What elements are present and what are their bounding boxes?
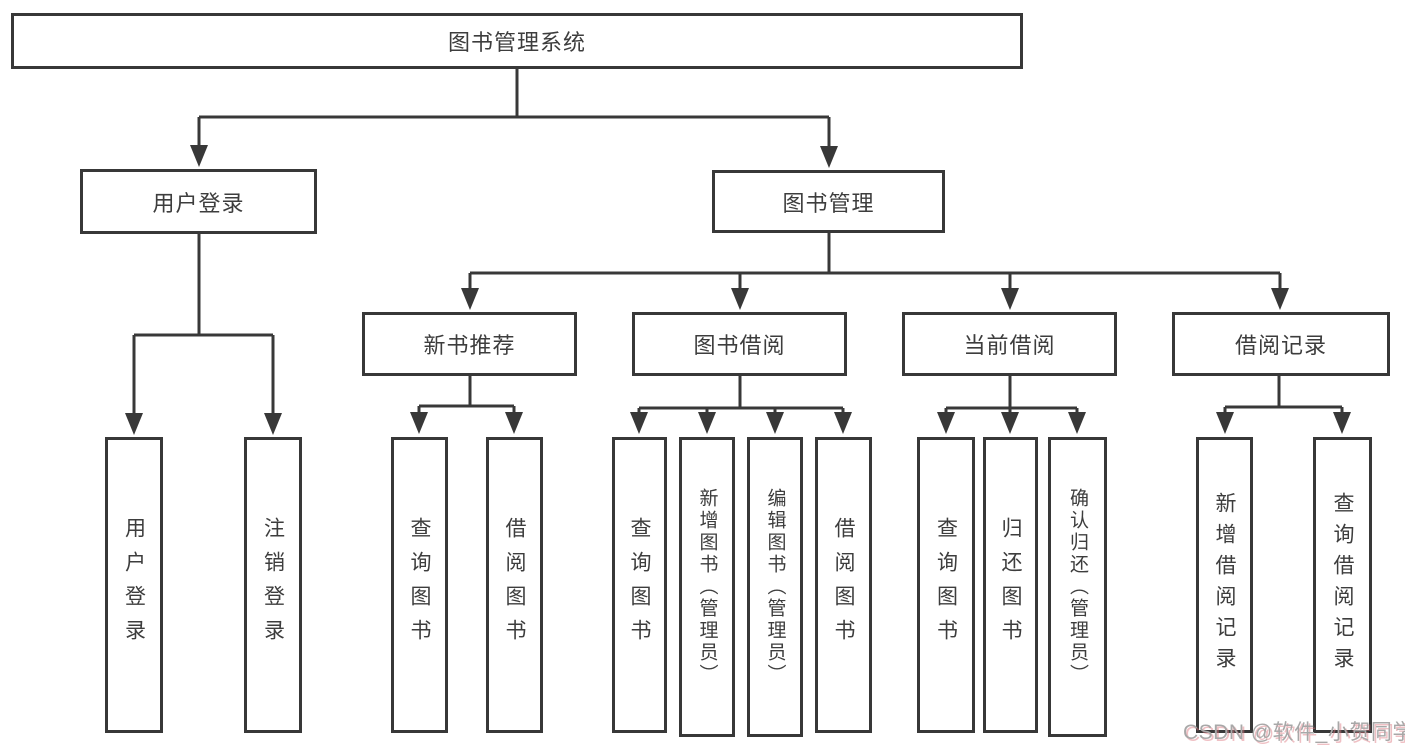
- node-current-borrow-label: 当前借阅: [963, 333, 1056, 358]
- node-new-book-recommend-label: 新书推荐: [423, 333, 516, 358]
- leaf-current-query-book: 查询图书: [917, 437, 975, 733]
- leaf-add-borrow-record-label: 新增借阅记录: [1213, 492, 1236, 678]
- node-borrow-record-label: 借阅记录: [1234, 333, 1327, 358]
- node-root-label: 图书管理系统: [447, 30, 586, 55]
- leaf-confirm-return-admin: 确认归还（管理员）: [1048, 437, 1107, 737]
- leaf-recommend-borrow-book: 借阅图书: [486, 437, 543, 733]
- node-user-login: 用户登录: [80, 169, 317, 234]
- leaf-query-borrow-record: 查询借阅记录: [1313, 437, 1372, 733]
- leaf-borrow-query-book-label: 查询图书: [628, 517, 651, 653]
- node-new-book-recommend: 新书推荐: [362, 312, 577, 376]
- node-user-login-label: 用户登录: [152, 190, 245, 216]
- leaf-borrow-query-book: 查询图书: [612, 437, 667, 733]
- node-book-management-label: 图书管理: [782, 190, 875, 216]
- leaf-query-borrow-record-label: 查询借阅记录: [1331, 492, 1354, 678]
- leaf-recommend-borrow-book-label: 借阅图书: [503, 517, 526, 653]
- node-book-borrow: 图书借阅: [632, 312, 847, 376]
- leaf-recommend-query-book: 查询图书: [391, 437, 448, 733]
- leaf-edit-book-admin: 编辑图书（管理员）: [747, 437, 803, 737]
- watermark: CSDN @软件_小贺同学: [1183, 721, 1405, 744]
- node-root: 图书管理系统: [11, 13, 1023, 69]
- leaf-borrow-borrow-book-label: 借阅图书: [832, 517, 855, 653]
- leaf-current-query-book-label: 查询图书: [934, 517, 958, 653]
- leaf-confirm-return-admin-label: 确认归还（管理员）: [1067, 488, 1088, 686]
- node-borrow-record: 借阅记录: [1172, 312, 1390, 376]
- leaf-add-borrow-record: 新增借阅记录: [1196, 437, 1253, 733]
- leaf-logout: 注销登录: [244, 437, 302, 733]
- leaf-add-book-admin-label: 新增图书（管理员）: [696, 488, 718, 686]
- node-current-borrow: 当前借阅: [902, 312, 1117, 376]
- leaf-return-book: 归还图书: [983, 437, 1038, 733]
- leaf-borrow-borrow-book: 借阅图书: [815, 437, 872, 733]
- node-book-management: 图书管理: [712, 170, 945, 233]
- leaf-logout-label: 注销登录: [261, 517, 285, 653]
- leaf-user-login-label: 用户登录: [122, 517, 146, 653]
- leaf-recommend-query-book-label: 查询图书: [408, 517, 431, 653]
- leaf-return-book-label: 归还图书: [999, 517, 1022, 653]
- leaf-add-book-admin: 新增图书（管理员）: [679, 437, 735, 737]
- leaf-edit-book-admin-label: 编辑图书（管理员）: [764, 488, 786, 686]
- node-book-borrow-label: 图书借阅: [693, 333, 786, 358]
- leaf-user-login: 用户登录: [105, 437, 163, 733]
